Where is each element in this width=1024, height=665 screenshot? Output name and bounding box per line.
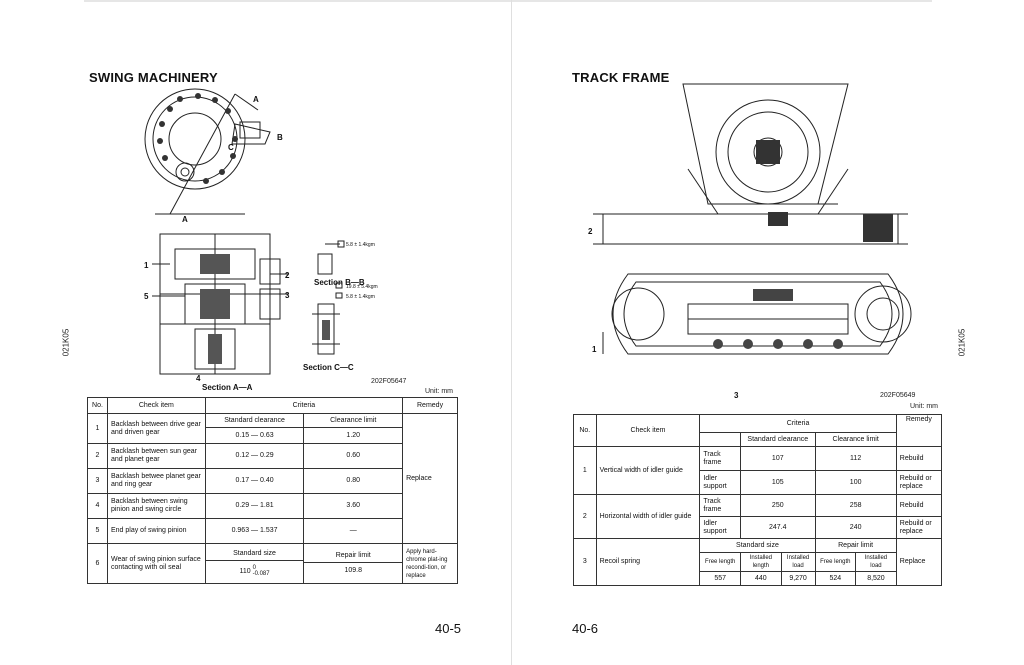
svg-text:C: C xyxy=(228,143,234,152)
header-criteria: Criteria xyxy=(699,414,897,433)
svg-text:Section C—C: Section C—C xyxy=(303,363,354,372)
page-title: TRACK FRAME xyxy=(572,70,670,85)
svg-text:1: 1 xyxy=(144,261,149,270)
sub-header-std: Standard clearance xyxy=(740,432,816,447)
sub-header-limit: Clearance limit xyxy=(814,432,897,447)
table-row: 2 Horizontal width of idler guide Track … xyxy=(573,494,943,539)
table-row: 1 Backlash between drive gear and driven… xyxy=(87,413,458,544)
table-row: 3 Backlash betwee planet gear and ring g… xyxy=(87,468,458,494)
table-row: Idler support 105 100 Rebuild or replace xyxy=(574,470,943,495)
svg-text:4: 4 xyxy=(196,374,201,383)
table-row: 3 Recoil spring Standard size Repair lim… xyxy=(573,538,943,586)
table-row: 5 End play of swing pinion 0.963 — 1.537… xyxy=(87,518,458,544)
header-no: No. xyxy=(87,397,108,414)
page-title: SWING MACHINERY xyxy=(89,70,218,85)
header-remedy: Remedy xyxy=(895,414,943,447)
side-code: 021K05 xyxy=(61,328,71,357)
unit-label: Unit: mm xyxy=(910,403,938,410)
header-no: No. xyxy=(573,414,597,447)
track-frame-drawing: 2 1 3 xyxy=(588,83,912,400)
svg-text:19.8 ± 5.4kgm: 19.8 ± 5.4kgm xyxy=(346,284,378,290)
sub-header-limit: Clearance limit xyxy=(304,417,403,428)
svg-text:Section A—A: Section A—A xyxy=(202,383,253,392)
right-page: TRACK FRAME 021K05 2 xyxy=(512,0,1024,665)
svg-text:5.8 ± 1.4kgm: 5.8 ± 1.4kgm xyxy=(346,242,375,248)
swing-machinery-drawing: A A B C 1 5 2 3 4 Section xyxy=(144,88,378,392)
svg-text:3: 3 xyxy=(734,391,739,400)
track-spec-table: No. Check item Criteria Remedy Standard … xyxy=(573,414,943,586)
svg-text:5.8 ± 1.4kgm: 5.8 ± 1.4kgm xyxy=(346,294,375,300)
svg-text:3: 3 xyxy=(285,291,290,300)
svg-text:A: A xyxy=(253,95,259,104)
header-check-item: Check item xyxy=(106,397,206,414)
table-row: Free length Installed length Installed l… xyxy=(574,552,942,572)
page-number: 40-6 xyxy=(572,621,599,636)
sub-header-std: Standard clearance xyxy=(205,417,304,428)
top-rule xyxy=(512,0,932,2)
figure-code: 202F05649 xyxy=(880,392,916,399)
table-row: Idler support 247.4 240 Rebuild or repla… xyxy=(574,516,943,539)
header-remedy: Remedy xyxy=(402,397,458,414)
table-row: 2 Backlash between sun gear and planet g… xyxy=(87,443,458,469)
top-rule xyxy=(84,0,512,2)
figure-code: 202F05647 xyxy=(371,378,407,385)
left-page: SWING MACHINERY 021K05 A A B C xyxy=(61,0,512,636)
unit-label: Unit: mm xyxy=(425,388,453,395)
table-row: 557 440 9,270 524 8,520 xyxy=(574,571,942,586)
svg-text:A: A xyxy=(182,215,188,224)
page-number: 40-5 xyxy=(435,621,462,636)
table-row: 1 Vertical width of idler guide Track fr… xyxy=(573,446,943,495)
header-check-item: Check item xyxy=(595,414,701,447)
remedy-replace: Replace xyxy=(402,413,458,544)
svg-text:B: B xyxy=(277,133,283,142)
svg-text:1: 1 xyxy=(592,345,597,354)
header-criteria: Criteria xyxy=(204,397,404,414)
table-row: 4 Backlash between swing pinion and swin… xyxy=(87,493,458,519)
side-code: 021K05 xyxy=(957,328,967,357)
swing-spec-table: No. Check item Criteria Remedy 1 Backlas… xyxy=(87,397,458,584)
table-row: 6 Wear of swing pinion surface contactin… xyxy=(87,543,458,584)
svg-text:2: 2 xyxy=(588,227,593,236)
svg-text:2: 2 xyxy=(285,271,290,280)
svg-text:5: 5 xyxy=(144,292,149,301)
